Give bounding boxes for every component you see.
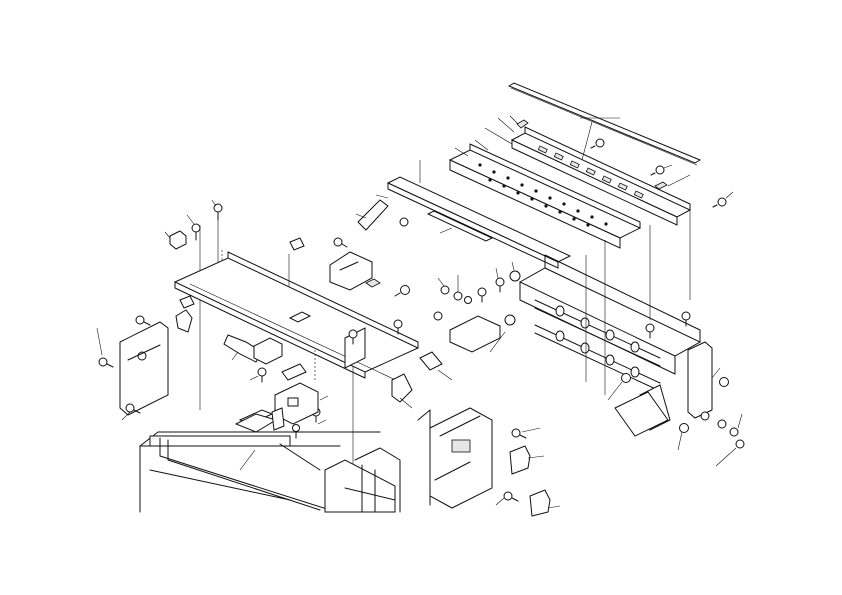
long-bar [386, 160, 572, 269]
top-strip [507, 82, 702, 166]
upper-tab-rail [484, 117, 692, 226]
screw-group-center [333, 237, 521, 304]
lower-frame [139, 431, 401, 513]
screw-group-top-right [590, 138, 734, 208]
lever-bracket [329, 194, 409, 291]
angled-strip [426, 210, 494, 242]
sensor-assembly [223, 334, 329, 439]
bottom-right-parts [495, 427, 561, 517]
dotted-plate [448, 139, 642, 249]
screw-group-right [607, 311, 745, 467]
left-side-bracket [96, 321, 169, 416]
left-clips [164, 230, 305, 333]
guide-lines [199, 210, 691, 470]
roller-frame [433, 254, 713, 437]
mid-bracket [391, 351, 453, 409]
bottom-center-bracket [417, 407, 493, 509]
base-plate [173, 251, 420, 383]
small-clip [509, 115, 529, 129]
